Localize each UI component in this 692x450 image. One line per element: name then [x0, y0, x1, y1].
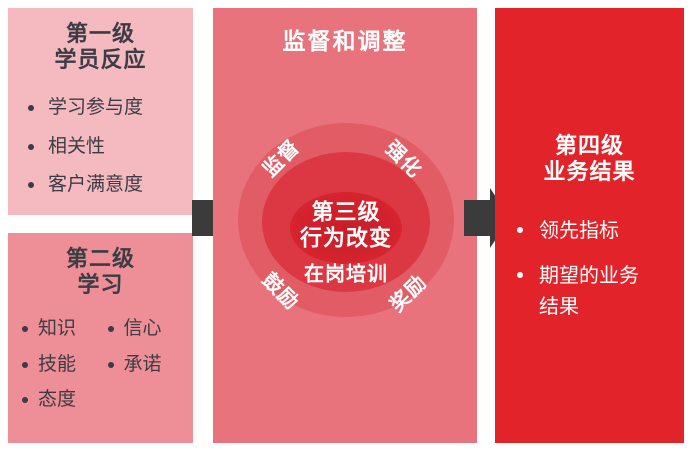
- level2-title-line1: 第二级: [65, 246, 135, 271]
- level3-title: 第三级 行为改变: [300, 200, 392, 253]
- level2-panel: 第二级 学习 知识 信心 技能 承诺 态度: [8, 233, 193, 443]
- list-item: 学习参与度: [28, 96, 193, 120]
- level1-title-line1: 第一级: [65, 21, 135, 46]
- list-item: 客户满意度: [28, 173, 193, 197]
- level4-title-line2: 业务结果: [543, 159, 636, 185]
- bullet-text: 技能: [38, 353, 77, 375]
- bullet-text: 态度: [38, 389, 77, 411]
- on-job-training-label: 在岗培训: [304, 263, 388, 286]
- bullet-text: 信心: [123, 317, 162, 339]
- level2-title: 第二级 学习: [8, 233, 193, 299]
- bullet-dot: [517, 226, 523, 233]
- bullet-dot: [22, 397, 28, 404]
- monitor-adjust-header: 监督和调整: [282, 28, 408, 54]
- bullet-dot: [22, 361, 28, 368]
- level1-panel: 第一级 学员反应 学习参与度 相关性 客户满意度: [8, 8, 193, 215]
- level4-bullet-list: 领先指标 期望的业务结果: [495, 216, 684, 323]
- bullet-dot: [28, 104, 34, 111]
- bullet-text: 期望的业务结果: [539, 264, 639, 318]
- level3-panel: 监督和调整 监督 强化 鼓励 奖励 第三级 行为改变 在岗培训: [213, 8, 477, 443]
- bullet-text: 客户满意度: [48, 174, 144, 196]
- bullet-dot: [28, 182, 34, 189]
- list-row: 技能 承诺: [22, 353, 193, 377]
- list-row: 知识 信心: [22, 317, 193, 341]
- level4-title: 第四级 业务结果: [495, 8, 684, 186]
- level1-bullet-list: 学习参与度 相关性 客户满意度: [8, 96, 193, 197]
- level1-title-line2: 学员反应: [54, 47, 147, 73]
- bullet-dot: [107, 361, 114, 368]
- list-row: 态度: [22, 388, 193, 412]
- list-item: 领先指标: [517, 216, 684, 247]
- bullet-dot: [107, 325, 114, 332]
- bullet-text: 学习参与度: [48, 96, 144, 118]
- level2-title-line2: 学习: [77, 272, 124, 298]
- bullet-text: 相关性: [48, 135, 106, 157]
- level4-panel: 第四级 业务结果 领先指标 期望的业务结果: [495, 8, 684, 443]
- list-item: 态度: [22, 388, 108, 412]
- level2-bullet-grid: 知识 信心 技能 承诺 态度: [8, 317, 193, 412]
- list-item: 知识: [22, 317, 108, 341]
- level1-title: 第一级 学员反应: [8, 8, 193, 74]
- list-item: 技能: [22, 353, 108, 377]
- level4-title-line1: 第四级: [554, 133, 624, 158]
- list-item: 期望的业务结果: [517, 261, 684, 323]
- list-item: 信心: [107, 317, 194, 341]
- bullet-dot: [517, 271, 523, 278]
- list-item: 承诺: [107, 353, 194, 377]
- level3-title-line1: 第三级: [311, 199, 381, 225]
- bullet-text: 领先指标: [539, 219, 619, 242]
- bullet-dot: [22, 325, 28, 332]
- level3-title-line2: 行为改变: [299, 226, 393, 251]
- bullet-text: 承诺: [123, 353, 162, 375]
- bullet-text: 知识: [38, 317, 77, 339]
- list-item: 相关性: [28, 135, 193, 159]
- bullet-dot: [28, 143, 34, 150]
- ring-inner: [290, 192, 402, 264]
